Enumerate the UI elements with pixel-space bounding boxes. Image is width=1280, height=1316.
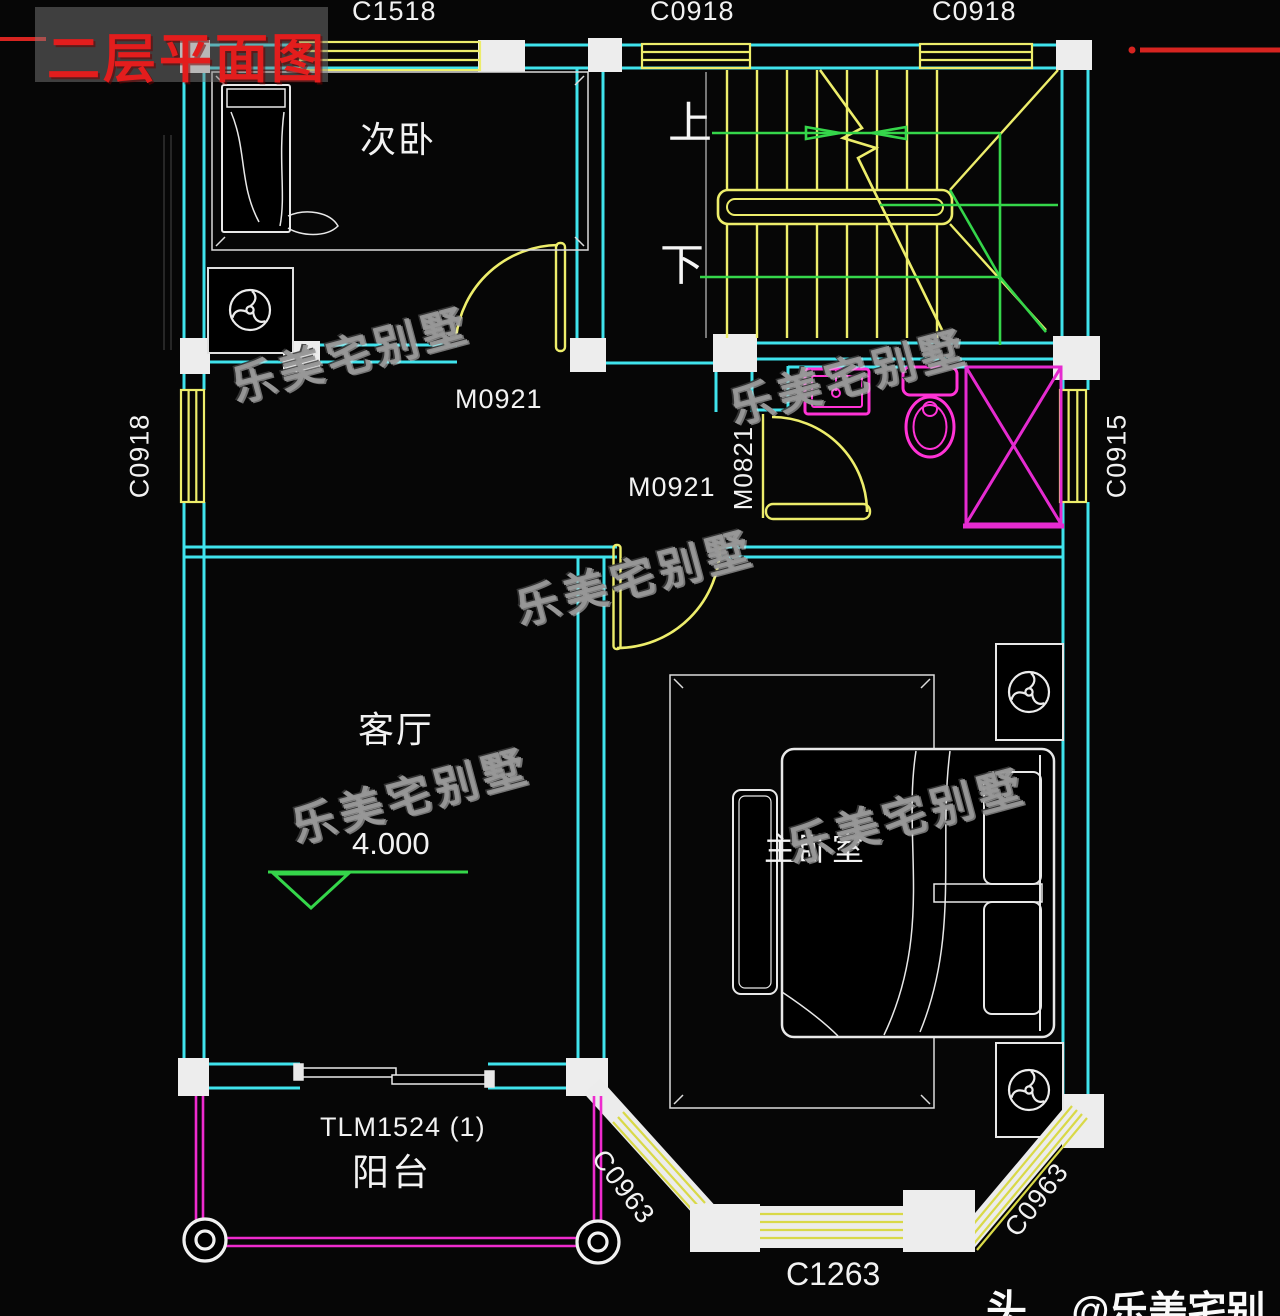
rug-corner-marks-master [673,678,931,1105]
arrow-left-icon [871,125,908,141]
bed-secondary [221,84,339,236]
door-master-bedroom [612,543,722,651]
fan-boxes [995,643,1064,1138]
drawing-title-box: 二层平面图 [35,7,328,89]
rug-corner-marks [215,75,585,247]
sliding-door [293,1063,495,1088]
balcony-railing [194,1096,603,1248]
dim-label-tlm1524: TLM1524 (1) [320,1112,486,1142]
level-marker [268,870,468,911]
toilet [901,365,959,459]
windows [179,40,1088,504]
level-value: 4.000 [352,826,430,861]
red-marks [0,37,1280,54]
sink [803,367,871,416]
rug-outline [211,71,589,251]
dim-label-c0918-top-left: C0918 [650,0,735,26]
master-bedroom-furniture [669,643,1064,1138]
door-bathroom [761,414,872,521]
dim-label-m0921-bedroom2: M0921 [455,384,543,414]
footer-brand: 头条 [986,1287,1027,1316]
door-secondary-bedroom [454,241,567,353]
balcony-columns [182,1217,621,1265]
closet-box [207,267,294,354]
stair-up-label: 上 [668,99,712,148]
room-label-balcony: 阳台 [352,1152,432,1193]
stair-direction-lines [700,125,1058,345]
staircase [700,69,1059,345]
room-label-secondary-bedroom: 次卧 [360,119,437,160]
stair-down-label: 下 [660,241,704,290]
bed-master [780,747,1056,1039]
bay-window-glass [612,1105,1088,1251]
nightstand [732,789,778,995]
drawing-title: 二层平面图 [47,30,327,89]
footer-branding: 头条 @乐美宅别墅 [986,1276,1280,1316]
room-label-living-room: 客厅 [358,709,435,750]
dim-label-c0915-east: C0915 [1101,413,1132,499]
dim-label-c1518: C1518 [352,0,437,26]
dim-label-m0821-bath: M0821 [728,425,758,511]
room-label-master-bedroom: 主卧室 [764,831,867,867]
stair-handrail [716,188,954,226]
bathroom [803,365,1064,529]
stair-break-line [818,69,945,333]
bay-window [583,1078,1088,1252]
arrow-right-icon [804,125,841,141]
footer-handle: @乐美宅别墅 [1071,1290,1266,1316]
dim-label-c1263: C1263 [786,1256,881,1292]
shower [963,365,1064,529]
doors [454,241,872,651]
dim-label-c0918-west: C0918 [124,413,155,499]
reference-lines [163,135,172,350]
balcony-structure [182,1063,621,1265]
dim-label-m0921-master: M0921 [628,472,716,502]
secondary-bedroom-furniture [207,71,589,354]
dim-label-c0918-top-right: C0918 [932,0,1017,26]
